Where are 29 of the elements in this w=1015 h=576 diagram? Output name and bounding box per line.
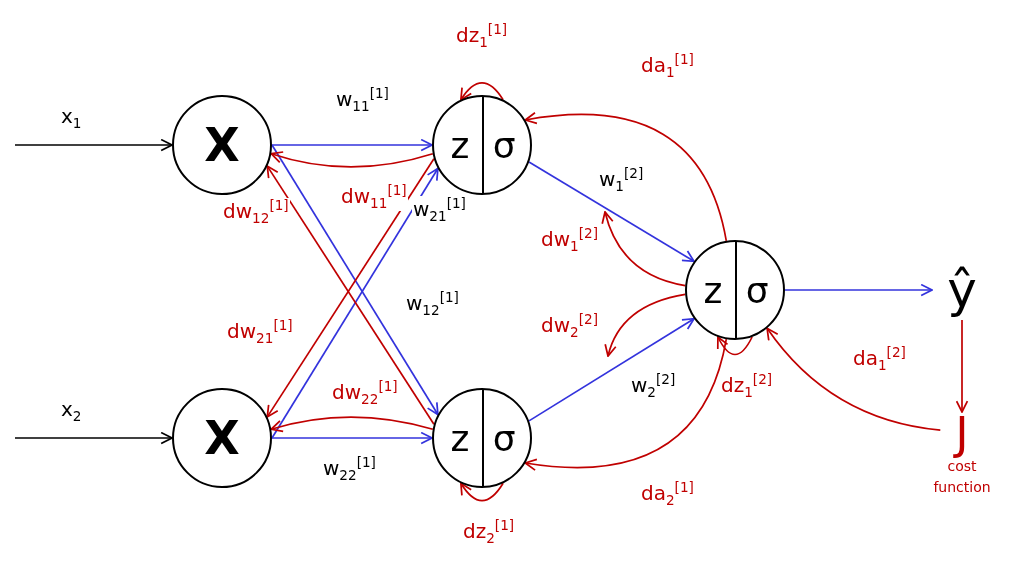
- activation-label: σ: [491, 417, 517, 459]
- arrow: [270, 416, 434, 433]
- arrow: [14, 138, 173, 152]
- arrow: [528, 317, 695, 422]
- variable-label: z: [702, 269, 724, 311]
- arrow: [604, 293, 687, 357]
- arrow: [271, 431, 433, 445]
- arrow: [766, 327, 942, 432]
- arrow: [14, 431, 173, 445]
- variable-label: z: [449, 124, 471, 166]
- output-symbol: ŷ: [947, 260, 977, 320]
- node-label: cost function: [932, 458, 992, 497]
- arrow: [270, 150, 434, 168]
- arrow: [717, 336, 753, 356]
- variable-label: z: [449, 417, 471, 459]
- arrow: [524, 338, 728, 471]
- arrow: [460, 482, 504, 502]
- activation-label: σ: [491, 124, 517, 166]
- arrow: [524, 112, 728, 242]
- arrow: [528, 161, 695, 263]
- arrow: [601, 211, 687, 287]
- multiply-node: X: [172, 388, 272, 488]
- arrow: [955, 319, 969, 413]
- cost-symbol: J: [955, 412, 969, 456]
- multiply-node: X: [172, 95, 272, 195]
- arrow: [460, 82, 504, 101]
- arrow: [271, 138, 433, 152]
- arrow: [784, 283, 933, 297]
- activation-label: σ: [744, 269, 770, 311]
